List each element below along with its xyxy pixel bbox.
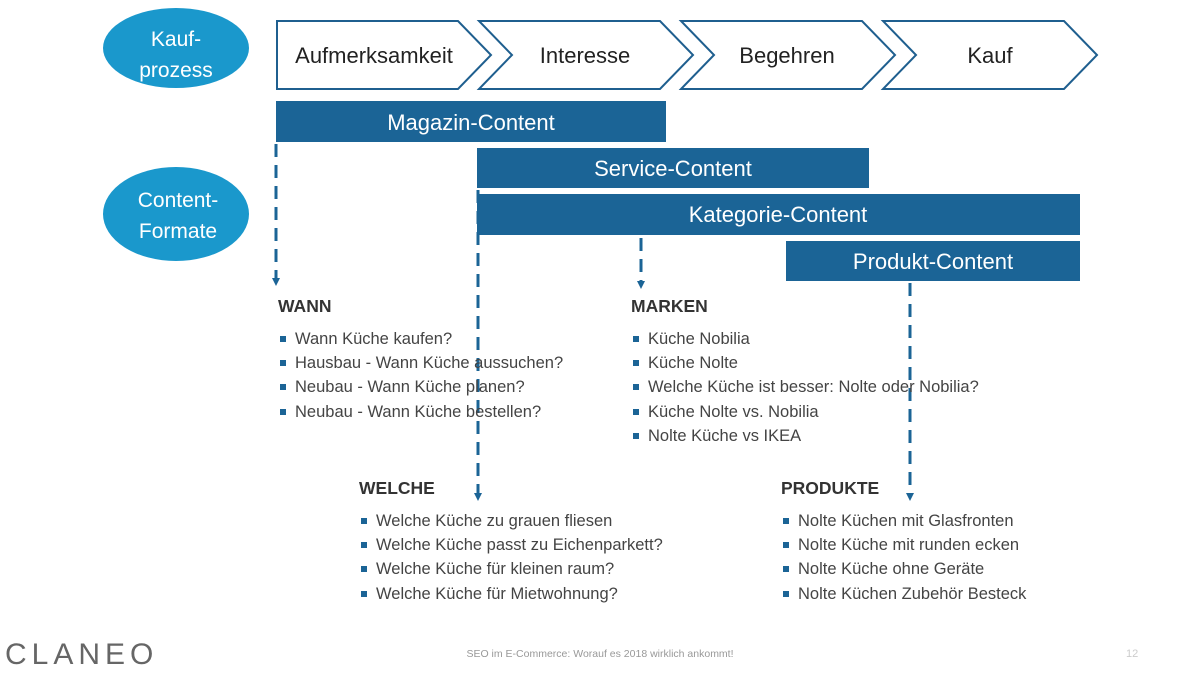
formate-label-1: Content- [138, 189, 219, 212]
group-welche: WELCHE Welche Küche zu grauen fliesen We… [359, 478, 663, 606]
list-item: Küche Nobilia [631, 327, 979, 351]
content-bar-produkt [786, 241, 1080, 281]
footer-title: SEO im E-Commerce: Worauf es 2018 wirkli… [466, 648, 734, 660]
list-item: Nolte Küche vs IKEA [631, 424, 979, 448]
stage-label: Interesse [540, 43, 631, 68]
bar-label: Kategorie-Content [689, 202, 868, 227]
group-title: PRODUKTE [781, 478, 880, 498]
list-item: Wann Küche kaufen? [278, 327, 563, 351]
list-item: Nolte Küchen Zubehör Besteck [781, 582, 1026, 606]
group-marken: MARKEN Küche Nobilia Küche Nolte Welche … [631, 296, 979, 448]
list-item: Nolte Küchen mit Glasfronten [781, 509, 1026, 533]
stage-label: Kauf [967, 43, 1013, 68]
list-item: Welche Küche passt zu Eichenparkett? [359, 533, 663, 557]
stage-chevron-1 [276, 20, 493, 90]
list-item: Hausbau - Wann Küche aussuchen? [278, 351, 563, 375]
group-produkte: PRODUKTE Nolte Küchen mit Glasfronten No… [781, 478, 1026, 606]
kaufprozess-label-2: prozess [139, 59, 213, 82]
list-item: Welche Küche ist besser: Nolte oder Nobi… [631, 375, 979, 399]
group-title: WANN [278, 296, 332, 316]
stage-chevron-3 [678, 20, 897, 90]
bar-label: Service-Content [594, 156, 752, 181]
list-item: Nolte Küche ohne Geräte [781, 557, 1026, 581]
kaufprozess-label-1: Kauf- [151, 28, 201, 51]
group-wann: WANN Wann Küche kaufen? Hausbau - Wann K… [278, 296, 563, 424]
kaufprozess-ellipse [103, 8, 249, 88]
claneo-logo: CLANEO [5, 638, 159, 671]
list-item: Welche Küche zu grauen fliesen [359, 509, 663, 533]
list-item: Welche Küche für kleinen raum? [359, 557, 663, 581]
group-title: WELCHE [359, 478, 435, 498]
content-bar-kategorie [477, 194, 1080, 235]
bar-label: Magazin-Content [387, 110, 555, 135]
list-item: Küche Nolte [631, 351, 979, 375]
bar-label: Produkt-Content [853, 249, 1013, 274]
list-item: Welche Küche für Mietwohnung? [359, 582, 663, 606]
content-bar-magazin [276, 101, 666, 142]
list-item: Küche Nolte vs. Nobilia [631, 400, 979, 424]
stage-label: Begehren [739, 43, 834, 68]
stage-chevron-2 [476, 20, 695, 90]
stage-chevron-4 [880, 20, 1099, 90]
list-item: Nolte Küche mit runden ecken [781, 533, 1026, 557]
content-bar-service [477, 148, 869, 188]
list-item: Neubau - Wann Küche planen? [278, 375, 563, 399]
stage-label: Aufmerksamkeit [295, 43, 453, 68]
list-item: Neubau - Wann Küche bestellen? [278, 400, 563, 424]
group-title: MARKEN [631, 296, 708, 316]
content-formate-ellipse [103, 167, 249, 261]
page-number: 12 [1126, 648, 1139, 660]
formate-label-2: Formate [139, 220, 217, 243]
